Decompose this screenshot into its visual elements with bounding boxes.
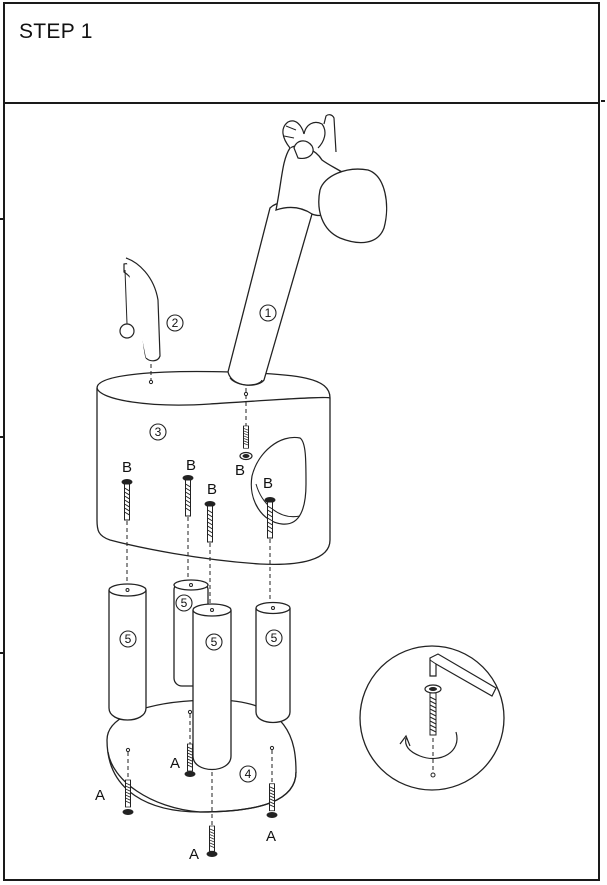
leg-left: [108, 583, 147, 721]
screw-a-2: [184, 743, 196, 777]
screw-label-b: B: [235, 462, 245, 479]
part-number-circle: [265, 629, 283, 647]
part-label-leg: 5: [181, 596, 188, 610]
edge-tick: [0, 218, 4, 220]
screw-a-4: [206, 825, 218, 857]
screw-b-neck: [239, 425, 253, 461]
screw-label-b: B: [186, 457, 196, 474]
leg-front: [192, 603, 232, 770]
part-label-leg: 5: [211, 635, 218, 649]
part-label-tail: 2: [172, 316, 179, 330]
part-label-neck: 1: [265, 306, 272, 320]
edge-tick: [0, 436, 4, 438]
part-label-base: 4: [245, 767, 252, 781]
screw-label-a: A: [95, 787, 105, 804]
part-label-body: 3: [155, 425, 162, 439]
part-number-circle: [166, 314, 184, 332]
part-number-circle: [239, 765, 257, 783]
screw-label-b: B: [122, 459, 132, 476]
screw-a-3: [266, 783, 278, 818]
part-number-circle: [175, 594, 193, 612]
part-number-circle: [259, 304, 277, 322]
screw-a-1: [122, 779, 134, 815]
neck-part: [227, 114, 388, 386]
tail-part: [119, 257, 161, 362]
part-number-circle: [149, 423, 167, 441]
screw-b-3: [204, 501, 216, 543]
step-title: STEP 1: [19, 20, 93, 43]
screw-label-a: A: [170, 755, 180, 772]
assembly-sheet-frame: STEP 1: [3, 2, 600, 881]
rotation-arrow-icon: [405, 731, 458, 760]
part-number-circle: [119, 630, 137, 648]
detail-callout: [359, 645, 505, 791]
screw-label-b: B: [263, 475, 273, 492]
screw-b-2: [182, 475, 194, 517]
leg-right: [255, 601, 291, 724]
part-number-circle: [205, 633, 223, 651]
part-label-leg: 5: [125, 632, 132, 646]
edge-tick: [0, 652, 4, 654]
screw-label-a: A: [266, 828, 276, 845]
screw-b-1: [121, 479, 133, 521]
screw-label-a: A: [189, 846, 199, 863]
step-header: STEP 1: [5, 4, 598, 104]
screw-b-4: [264, 497, 276, 539]
part-label-leg: 5: [271, 631, 278, 645]
screw-label-b: B: [207, 481, 217, 498]
edge-tick: [601, 100, 605, 102]
assembly-guide-lines: [126, 364, 273, 826]
allen-key-icon: [429, 653, 497, 697]
